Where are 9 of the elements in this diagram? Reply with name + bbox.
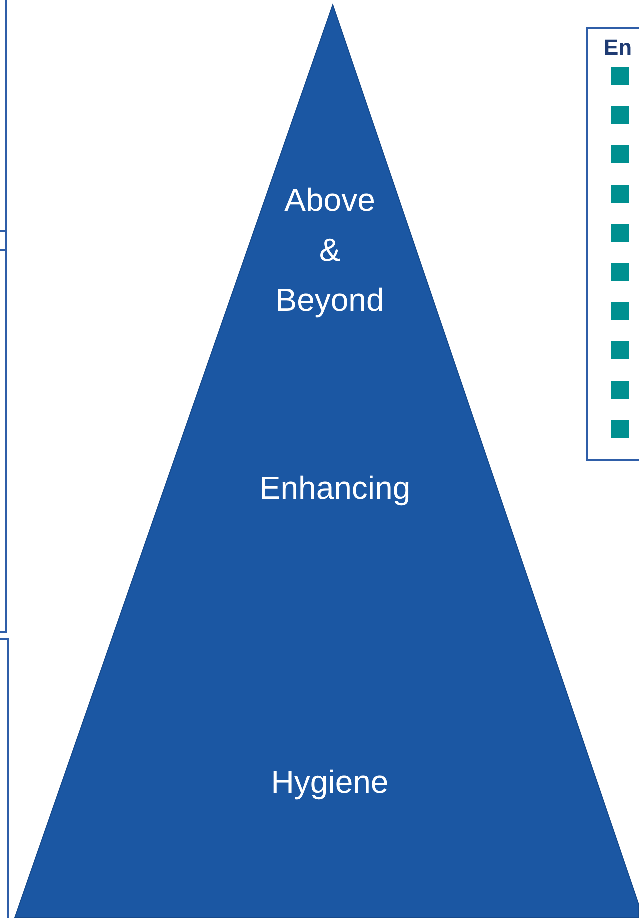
- tier-label: Above & Beyond: [274, 181, 386, 320]
- panel-heading: En: [604, 35, 632, 61]
- text-panel: [0, 0, 7, 251]
- text-panel: [586, 27, 639, 461]
- pyramid-triangle: [14, 3, 639, 918]
- text-panel: [0, 230, 7, 633]
- tier-label: Hygiene: [270, 763, 390, 802]
- text-panel: [0, 638, 9, 918]
- tier-label: Enhancing: [258, 469, 412, 508]
